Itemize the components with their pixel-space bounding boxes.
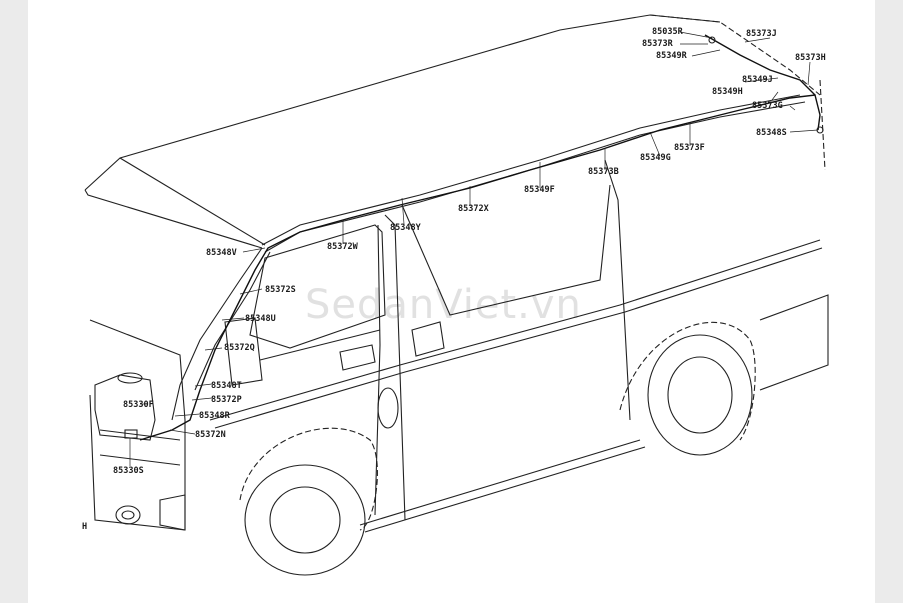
rear-wheel-arch [619,322,756,441]
front-tire [244,464,366,576]
washer-tank [94,372,156,441]
rocker-upper [359,439,641,526]
washer-tank-body [94,374,156,441]
bumper-corner [159,494,186,531]
grille-line-2 [99,454,181,466]
label-85373B: 85373B [588,167,619,177]
washer-hose [139,94,821,441]
front-door-belt [259,329,381,361]
label-85349R: 85349R [656,51,688,61]
sliding-door-window [401,184,611,316]
washer-hose-rear [704,34,816,96]
roof-front-edge [84,14,721,191]
diagram-panel [28,0,875,603]
front-door-handle [339,344,376,371]
roof-side-rail-lower [264,101,806,253]
roof-side-rail [261,94,801,246]
fog-lamp-inner [121,510,135,520]
label-85348R: 85348R [199,411,231,421]
label-85330S: 85330S [113,466,144,476]
a-pillar-inner [194,251,271,391]
label-85348S: 85348S [756,128,787,138]
front-rim [269,486,341,554]
rear-rim [667,356,733,434]
front-wheel-arch [239,427,378,531]
label-85372N: 85372N [195,430,226,440]
washer-tank-cap [117,372,143,384]
roof-front-corner [119,157,266,246]
rear-wheel [619,322,756,456]
front-door-window [249,224,386,349]
rear-edge-dashed [819,79,826,171]
label-85372S: 85372S [265,285,296,295]
label-85349F: 85349F [524,185,555,195]
label-85372W: 85372W [327,242,359,252]
label-85349G: 85349G [640,153,671,163]
washer-pump [124,429,138,439]
rocker-lower [364,446,646,533]
watermark: SedanViet.vn [305,282,582,328]
rear-tire [647,334,753,456]
sliding-door-handle [411,321,445,357]
side-moulding-upper [209,239,821,421]
label-85348V: 85348V [206,248,237,258]
front-bumper [89,394,186,531]
fuel-lid [377,387,399,429]
label-85372P: 85372P [211,395,242,405]
van-body [84,14,829,533]
rear-nozzle [708,36,716,44]
label-85373G: 85373G [752,101,783,111]
roof-rear-dashed [649,14,821,96]
rear-bumper-corner [759,294,829,391]
label-85373F: 85373F [674,143,705,153]
front-door-rear-edge [374,224,381,516]
label-85349J: 85349J [742,75,773,85]
label-85372Q: 85372Q [224,343,255,353]
front-fascia-edge [89,319,186,530]
roof-lower-front [84,189,263,249]
corner-mark: H [82,522,87,532]
b-pillar [384,214,406,521]
front-wheel [239,427,378,576]
fog-lamp [115,505,141,525]
sliding-door-rear-edge [604,159,631,421]
label-85349H: 85349H [712,87,743,97]
label-85330F: 85330F [123,400,154,410]
a-pillar-outer [171,247,263,421]
side-moulding-lower [214,247,823,429]
label-85035R: 85035R [652,27,684,37]
label-85348U: 85348U [245,314,276,324]
label-85373R: 85373R [642,39,674,49]
side-mirror [224,317,263,386]
grille-line [99,429,181,441]
label-85373H: 85373H [795,53,826,63]
label-85348T: 85348T [211,381,242,391]
label-85348Y: 85348Y [390,223,422,233]
label-85373J: 85373J [746,29,777,39]
label-85372X: 85372X [458,204,489,214]
part-labels: 85035R 85373R 85349R 85373J 85373H 85349… [113,27,826,476]
leader-lines [129,31,819,466]
